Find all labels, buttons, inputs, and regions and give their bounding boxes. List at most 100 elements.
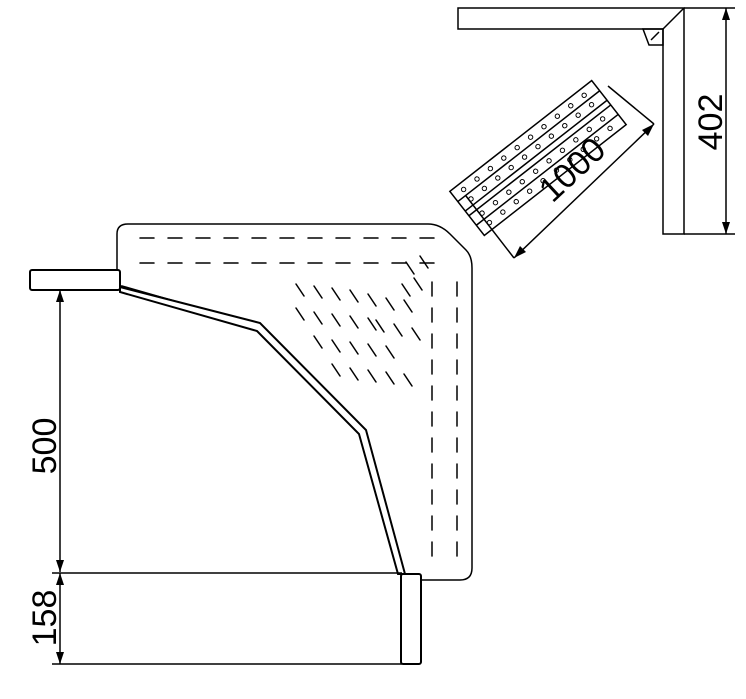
perforation-slot bbox=[313, 335, 323, 349]
strip-line-3 bbox=[468, 104, 612, 217]
perforation-slot bbox=[419, 255, 429, 269]
connector-strip bbox=[448, 79, 628, 237]
strip-hole bbox=[526, 188, 533, 194]
strip-hole bbox=[581, 92, 587, 98]
strip-hole bbox=[532, 168, 539, 174]
strip-hole bbox=[553, 167, 560, 173]
strip-hole bbox=[506, 189, 512, 195]
dim-402-arrow-bottom bbox=[722, 222, 730, 234]
strip-hole bbox=[481, 185, 488, 192]
perforation-slot bbox=[393, 323, 403, 337]
dim-1000-arrow-right bbox=[642, 124, 654, 136]
strip-hole bbox=[599, 116, 606, 122]
perforation-slot bbox=[401, 283, 411, 297]
perforation-slot bbox=[413, 277, 423, 291]
dim-158-arrow-top bbox=[56, 573, 64, 585]
strip-holes bbox=[460, 92, 613, 226]
strip-hole bbox=[514, 144, 520, 151]
connector-strip-view: 1000 bbox=[448, 79, 655, 259]
dim-1000-arrow-left bbox=[514, 246, 526, 258]
perforation-slot bbox=[331, 339, 341, 353]
dim-158-arrow-bottom bbox=[56, 652, 64, 664]
left-flange bbox=[29, 269, 121, 291]
profile-bracket bbox=[641, 28, 664, 46]
strip-hole bbox=[492, 199, 499, 206]
strip-hole bbox=[580, 146, 586, 153]
strip-hole bbox=[508, 164, 514, 171]
strip-hole bbox=[548, 133, 555, 139]
perforation-slot bbox=[367, 293, 377, 307]
strip-hole bbox=[540, 178, 546, 184]
perforation-slot bbox=[403, 299, 413, 313]
perforation-slot bbox=[349, 315, 359, 329]
strip-hole bbox=[573, 137, 579, 143]
strip-hole bbox=[586, 126, 592, 133]
strip-line-1 bbox=[457, 90, 601, 203]
dim-500-arrow-top bbox=[56, 290, 64, 302]
strip-hole bbox=[588, 102, 595, 108]
strip-hole bbox=[554, 113, 561, 119]
perforation-slot bbox=[403, 373, 413, 387]
side-profile-view: 402 bbox=[457, 7, 735, 235]
strip-hole bbox=[487, 165, 494, 172]
perforation-slot bbox=[295, 283, 305, 297]
perforation-slot bbox=[331, 313, 341, 327]
tray-plate-outline bbox=[116, 223, 473, 581]
strip-line-2 bbox=[464, 99, 608, 212]
dim-402-arrow-top bbox=[722, 8, 730, 20]
perforation-slot bbox=[367, 343, 377, 357]
dim-500-arrow-bottom bbox=[56, 560, 64, 572]
strip-hole bbox=[546, 158, 552, 164]
perforation-slot bbox=[295, 307, 305, 321]
strip-hole bbox=[568, 103, 574, 109]
strip-hole bbox=[567, 157, 573, 163]
perforation-slot bbox=[385, 371, 395, 385]
bottom-flange bbox=[400, 573, 422, 665]
perforation-slot bbox=[411, 327, 421, 341]
strip-hole bbox=[474, 176, 480, 182]
tray-inner-edge bbox=[119, 285, 407, 575]
dim-1000-ext-left bbox=[465, 195, 515, 259]
strip-hole bbox=[527, 134, 534, 140]
strip-hole bbox=[575, 112, 581, 118]
dim-158-label: 158 bbox=[26, 590, 64, 647]
strip-hole bbox=[559, 147, 566, 154]
strip-hole bbox=[500, 209, 506, 215]
perforation-slot bbox=[349, 367, 359, 381]
perforation-slot bbox=[385, 345, 395, 359]
strip-outline bbox=[448, 79, 628, 237]
strip-hole bbox=[521, 154, 528, 160]
perforation-slot bbox=[331, 287, 341, 301]
strip-hole bbox=[541, 123, 547, 130]
strip-hole bbox=[593, 136, 600, 142]
dim-1000-label: 1000 bbox=[532, 130, 613, 209]
perforation-slot bbox=[349, 341, 359, 355]
strip-hole bbox=[535, 143, 541, 150]
dim-402-label: 402 bbox=[692, 94, 730, 151]
strip-hole bbox=[513, 198, 519, 205]
dim-500-label: 500 bbox=[26, 418, 64, 475]
strip-hole bbox=[501, 155, 507, 161]
strip-line-4 bbox=[475, 113, 619, 226]
strip-hole bbox=[562, 122, 568, 129]
strip-hole bbox=[495, 175, 501, 181]
perforation-slot bbox=[385, 297, 395, 311]
perforation-slot bbox=[313, 285, 323, 299]
perforation-slot bbox=[375, 319, 385, 333]
corner-tray-plan-view: 500 158 bbox=[26, 223, 473, 665]
perforation-slot bbox=[405, 261, 415, 275]
perforation-slot bbox=[331, 363, 341, 377]
strip-hole bbox=[460, 186, 467, 193]
bracket-slot bbox=[650, 31, 660, 41]
perforation-slot bbox=[313, 311, 323, 325]
dim-1000-line bbox=[513, 123, 655, 259]
perforation-slot bbox=[367, 317, 377, 331]
tray-slots bbox=[139, 237, 458, 557]
profile-corner-weld bbox=[662, 7, 685, 30]
perforation-slot bbox=[367, 369, 377, 383]
strip-hole bbox=[607, 125, 613, 132]
dim-1000-ext-right bbox=[607, 85, 655, 125]
perforation-slot bbox=[349, 289, 359, 303]
